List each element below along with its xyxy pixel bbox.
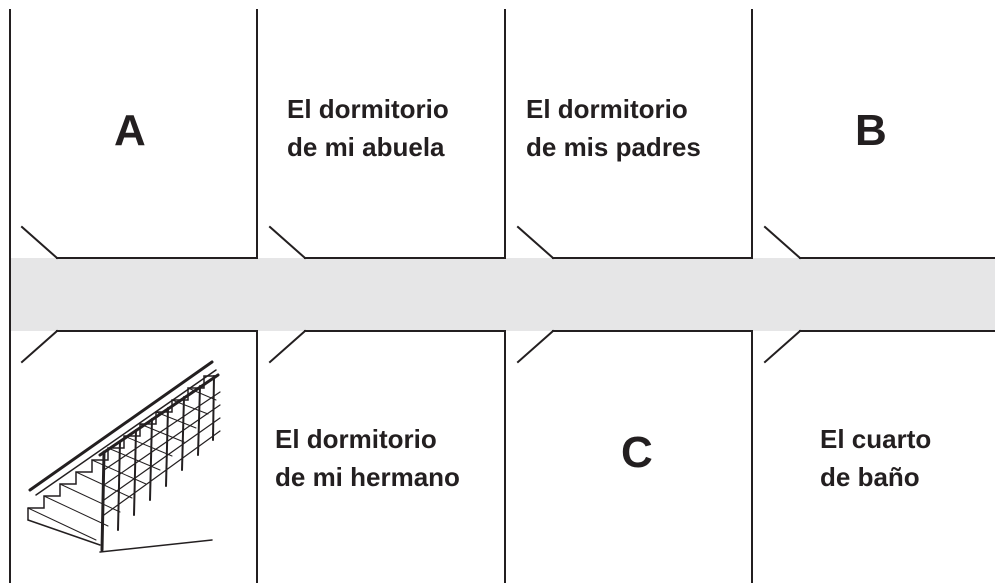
room-label-b: B xyxy=(855,106,887,155)
door-bottom-1 xyxy=(20,329,59,364)
corridor xyxy=(10,258,995,331)
room-label-line: El dormitorio xyxy=(287,94,449,124)
door-top-1 xyxy=(20,225,59,260)
room-label-line: de mi hermano xyxy=(275,462,460,492)
room-label-hermano: El dormitorio de mi hermano xyxy=(275,420,460,496)
room-label-bano: El cuarto de baño xyxy=(820,420,931,496)
room-label-line: de mis padres xyxy=(526,132,701,162)
room-label-c: C xyxy=(621,428,653,477)
room-label-line: El dormitorio xyxy=(526,94,688,124)
door-top-2 xyxy=(268,225,307,260)
door-bottom-3 xyxy=(516,329,555,364)
door-top-3 xyxy=(516,225,555,260)
room-label-line: de mi abuela xyxy=(287,132,445,162)
door-top-4 xyxy=(763,225,802,260)
door-bottom-2 xyxy=(268,329,307,364)
room-label-line: El dormitorio xyxy=(275,424,437,454)
room-label-padres: El dormitorio de mis padres xyxy=(526,90,701,166)
room-label-line: de baño xyxy=(820,462,920,492)
room-label-abuela: El dormitorio de mi abuela xyxy=(287,90,449,166)
room-label-line: El cuarto xyxy=(820,424,932,454)
room-label-a: A xyxy=(114,106,146,155)
door-bottom-4 xyxy=(763,329,802,364)
staircase-icon xyxy=(27,360,221,553)
